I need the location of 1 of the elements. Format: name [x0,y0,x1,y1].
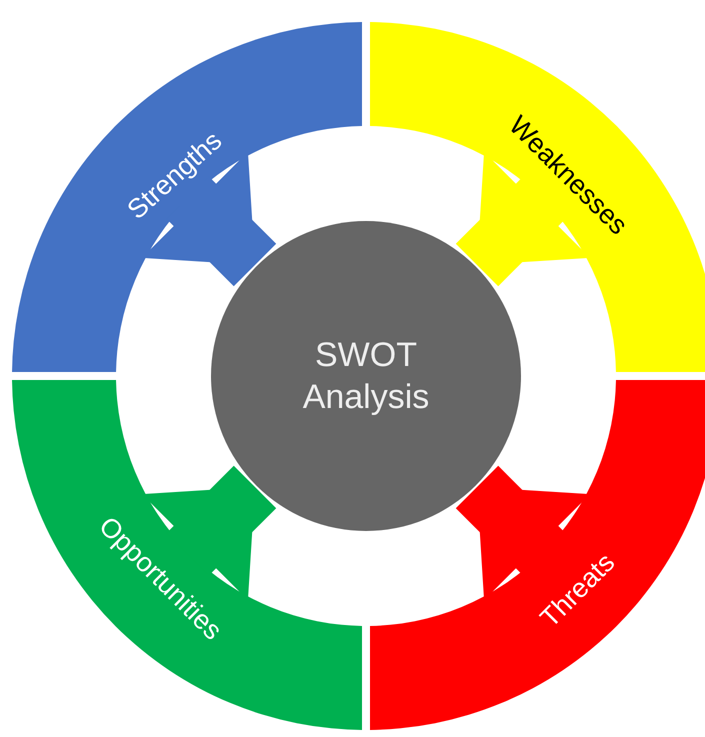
center-label: SWOT Analysis [302,334,430,418]
